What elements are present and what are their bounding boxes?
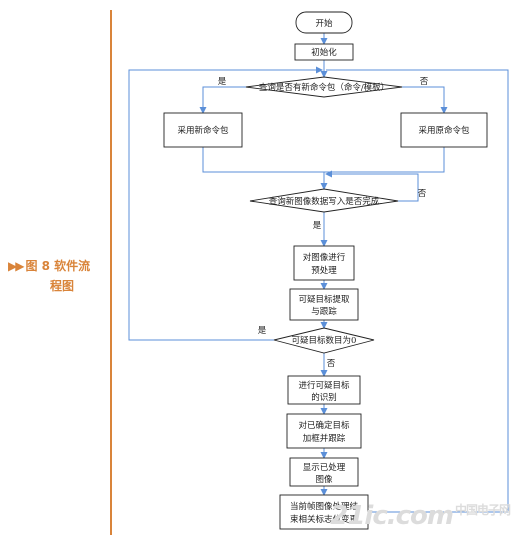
check-command-decision: [245, 76, 403, 98]
start-label: 开始: [315, 18, 333, 29]
init-label: 初始化: [311, 47, 337, 58]
yes-label-image: 是: [313, 221, 322, 231]
flag-update-label-2: 束相关标志位变更: [290, 514, 359, 525]
track-box: [286, 413, 362, 449]
identify-box: [287, 375, 361, 405]
watermark-sub: 中国电子网: [454, 503, 511, 517]
target-extract-label-1: 可疑目标提取: [298, 294, 350, 305]
identify-label-2: 的识别: [311, 392, 337, 403]
no-label-image: 否: [418, 189, 427, 199]
use-new-command-box: [163, 112, 243, 148]
display-label-1: 显示已处理: [303, 462, 346, 473]
target-count-decision: [273, 327, 375, 354]
yes-label-command: 是: [218, 77, 227, 87]
caption-divider-line: [110, 10, 112, 535]
target-extract-label-2: 与跟踪: [311, 306, 337, 317]
flag-update-box: [279, 494, 369, 530]
check-image-decision: [249, 188, 399, 213]
track-label-2: 加框并跟踪: [303, 433, 346, 444]
check-command-label: 查询是否有新命令包（命令/模板）: [259, 82, 389, 93]
figure-caption: ▶▶图 8 软件流 程图: [8, 256, 108, 296]
start-terminator: [295, 11, 353, 34]
double-arrow-icon: ▶▶: [8, 259, 25, 273]
use-old-command-label: 采用原命令包: [418, 125, 470, 136]
init-box: [294, 43, 354, 61]
caption-line-1: 图 8 软件流: [25, 259, 91, 273]
display-box: [289, 457, 359, 487]
use-new-command-label: 采用新命令包: [177, 125, 229, 136]
display-label-2: 图像: [315, 474, 333, 485]
flag-update-label-1: 当前帧图像处理结: [290, 501, 358, 512]
connector-lines: [128, 33, 509, 513]
track-label-1: 对已确定目标: [298, 420, 350, 431]
use-old-command-box: [400, 112, 488, 148]
yes-label-count: 是: [258, 326, 267, 336]
watermark-text: 21ic.com: [330, 501, 454, 531]
check-image-label: 查询新图像数据写入是否完成: [269, 196, 380, 207]
caption-line-2: 程图: [50, 279, 75, 293]
preprocess-label-2: 预处理: [311, 265, 337, 276]
target-count-label: 可疑目标数目为0: [292, 335, 357, 346]
no-label-command: 否: [420, 77, 429, 87]
preprocess-box: [293, 245, 355, 281]
target-extract-box: [289, 288, 359, 321]
identify-label-1: 进行可疑目标: [298, 380, 350, 391]
preprocess-label-1: 对图像进行: [303, 252, 346, 263]
no-label-count: 否: [327, 359, 336, 369]
